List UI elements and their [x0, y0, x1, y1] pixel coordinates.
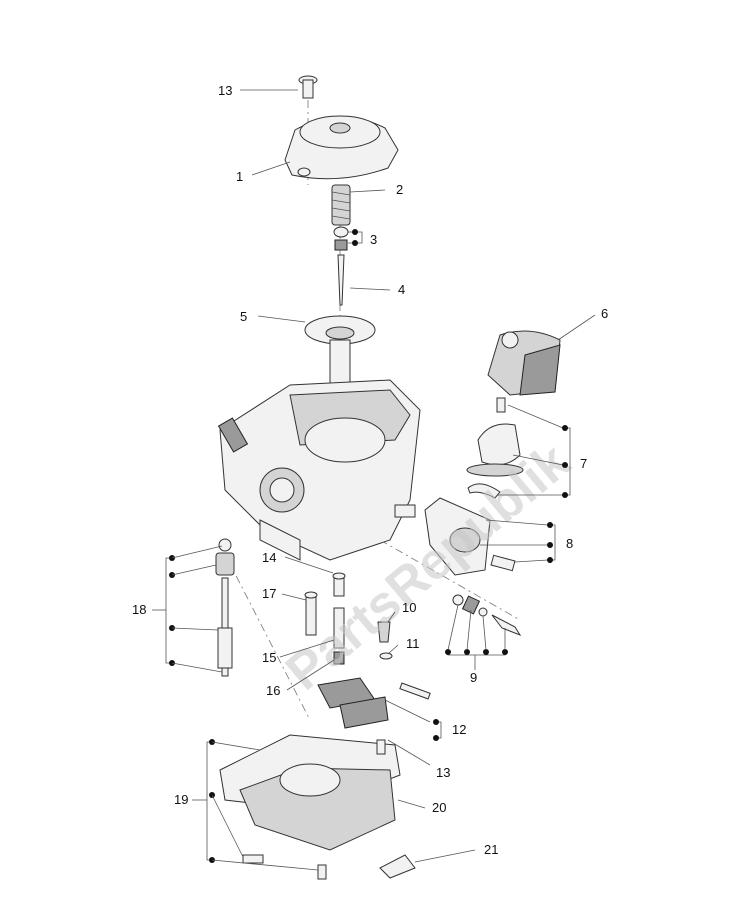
callout-19: 19 — [174, 792, 188, 807]
hose-clip — [379, 854, 416, 879]
callout-21: 21 — [484, 842, 498, 857]
callout-18: 18 — [132, 602, 146, 617]
carburetor-cover — [284, 115, 399, 180]
axis-line-left — [227, 559, 311, 721]
callout-7: 7 — [580, 456, 587, 471]
main-jet-holder — [332, 572, 346, 597]
callout-14: 14 — [262, 550, 276, 565]
diaphragm-slide — [304, 315, 376, 386]
callout-12: 12 — [452, 722, 466, 737]
callout-8: 8 — [566, 536, 573, 551]
callout-1: 1 — [236, 169, 243, 184]
callout-17: 17 — [262, 586, 276, 601]
callout-11: 11 — [406, 636, 420, 651]
callout-13-bottom: 13 — [436, 765, 450, 780]
callout-16: 16 — [266, 683, 280, 698]
needle-clip — [379, 652, 393, 660]
side-cover — [424, 497, 516, 576]
callout-13-top: 13 — [218, 83, 232, 98]
callout-15: 15 — [262, 650, 276, 665]
callout-5: 5 — [240, 309, 247, 324]
callout-2: 2 — [396, 182, 403, 197]
needle-jet — [333, 607, 345, 649]
starter-plunger — [215, 538, 235, 677]
needle-retainer — [333, 226, 349, 251]
choke-cap — [487, 330, 561, 396]
float — [317, 677, 431, 729]
float-needle — [377, 621, 391, 643]
callout-4: 4 — [398, 282, 405, 297]
main-jet — [333, 651, 345, 665]
top-screw — [298, 75, 318, 99]
callout-10: 10 — [402, 600, 416, 615]
float-bowl — [219, 734, 401, 880]
carburetor-body — [217, 379, 421, 561]
jet-needle — [337, 254, 345, 306]
callout-9: 9 — [470, 670, 477, 685]
mixture-screw — [452, 594, 522, 637]
callout-3: 3 — [370, 232, 377, 247]
spring — [331, 184, 351, 226]
choke-valve — [466, 397, 524, 499]
callout-20: 20 — [432, 800, 446, 815]
callout-6: 6 — [601, 306, 608, 321]
pilot-jet — [304, 591, 318, 636]
